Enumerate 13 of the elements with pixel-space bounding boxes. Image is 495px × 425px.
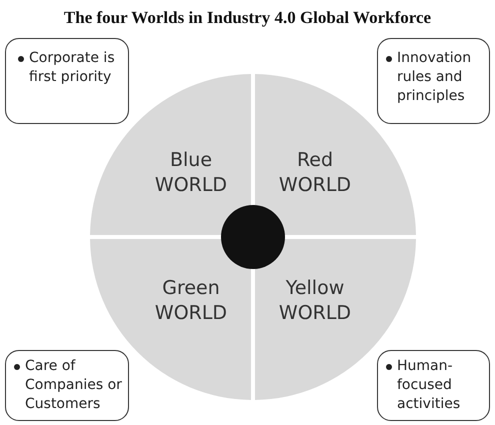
bullet-text: Human-focused activities: [397, 357, 462, 414]
text-card: [5, 350, 129, 421]
bullet-text: Innovation rules and principles: [397, 49, 472, 106]
text-card: [5, 38, 129, 124]
text-card: [377, 350, 490, 421]
quadrant-label: Green WORLD: [154, 276, 228, 326]
quadrant-label: Red WORLD: [278, 148, 352, 198]
quadrant-label: Blue WORLD: [154, 148, 228, 198]
bullet-text: Corporate is first priority: [29, 49, 116, 87]
title: The four Worlds in Industry 4.0 Global Workforce: [62, 8, 432, 28]
text-card: [377, 38, 490, 124]
bullet-text: Care of Companies or Customers: [25, 357, 123, 414]
quadrant-label: Yellow WORLD: [278, 276, 352, 326]
